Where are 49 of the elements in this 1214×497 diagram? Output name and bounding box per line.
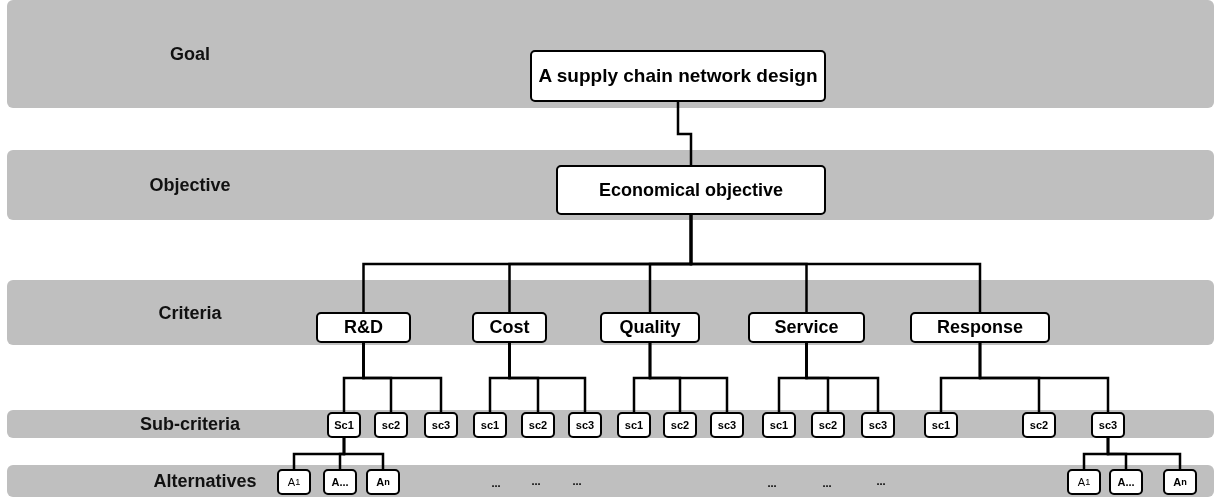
connector-line (805, 343, 880, 412)
hierarchy-box: Cost (472, 312, 547, 343)
hierarchy-box: sc3 (861, 412, 895, 438)
level-band (7, 0, 1214, 108)
hierarchy-box: sc3 (1091, 412, 1125, 438)
hierarchy-box: sc1 (924, 412, 958, 438)
connector-line (342, 438, 385, 469)
level-label: Alternatives (153, 470, 257, 492)
hierarchy-box: sc3 (424, 412, 458, 438)
hierarchy-box: Service (748, 312, 865, 343)
level-label: Objective (149, 174, 231, 196)
hierarchy-box: sc2 (374, 412, 408, 438)
hierarchy-box: Response (910, 312, 1050, 343)
level-band (7, 465, 1214, 497)
ellipsis-text: ... (572, 475, 582, 487)
connector-line (362, 343, 443, 412)
ellipsis-text: ... (876, 475, 886, 487)
connector-line (508, 343, 587, 412)
hierarchy-box: sc3 (568, 412, 602, 438)
hierarchy-box: Sc1 (327, 412, 361, 438)
hierarchy-box: sc3 (710, 412, 744, 438)
level-band (7, 150, 1214, 220)
hierarchy-box: Quality (600, 312, 700, 343)
level-label: Sub-criteria (140, 413, 240, 435)
hierarchy-box: A... (323, 469, 357, 495)
level-band (7, 410, 1214, 438)
ellipsis-text: ... (767, 477, 777, 489)
hierarchy-box: sc2 (1022, 412, 1056, 438)
hierarchy-box: sc1 (617, 412, 651, 438)
level-label: Goal (170, 43, 210, 65)
hierarchy-box: R&D (316, 312, 411, 343)
level-label: Criteria (158, 302, 222, 323)
hierarchy-box: sc2 (811, 412, 845, 438)
ellipsis-text: ... (822, 477, 832, 489)
hierarchy-box: sc1 (473, 412, 507, 438)
hierarchy-box: sc2 (663, 412, 697, 438)
hierarchy-box: A supply chain network design (530, 50, 826, 102)
hierarchy-box: sc2 (521, 412, 555, 438)
ellipsis-text: ... (531, 475, 541, 487)
ellipsis-text: ... (491, 477, 501, 489)
connector-line (689, 215, 982, 312)
connector-line (648, 343, 729, 412)
connector-line (676, 102, 693, 165)
hierarchy-box: sc1 (762, 412, 796, 438)
connector-line (978, 343, 1110, 412)
level-band (7, 280, 1214, 345)
connector-line (1106, 438, 1182, 469)
hierarchy-box: A... (1109, 469, 1143, 495)
hierarchy-box: Economical objective (556, 165, 826, 215)
